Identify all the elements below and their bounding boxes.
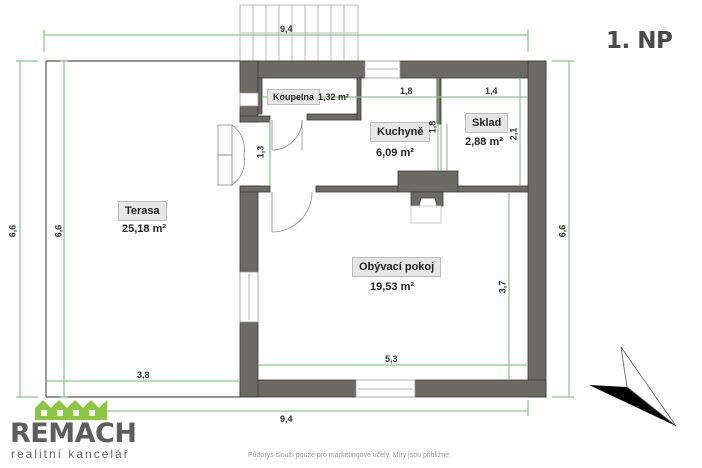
dim-living-width: 5,3: [385, 354, 398, 364]
dim-kitchen-width: 1,8: [400, 86, 413, 96]
dim-top-width: 9,4: [280, 24, 293, 34]
doors: [217, 119, 448, 233]
room-label-koupelna: Koupelna: [267, 89, 321, 105]
room-area-obyvaci-pokoj: 19,53 m²: [370, 281, 415, 293]
room-label-terasa: Terasa: [118, 201, 167, 221]
dim-storage-width: 1,4: [485, 86, 498, 96]
floor-title: 1. NP: [606, 28, 673, 54]
stairs: [239, 4, 359, 62]
dim-hall-height: 1,3: [255, 145, 266, 159]
windows: [239, 60, 442, 398]
terrace-outline: [45, 60, 240, 398]
disclaimer-text: Půdorys slouží pouze pro marketingové úč…: [248, 452, 450, 459]
room-label-obyvaci-pokoj: Obývací pokoj: [352, 257, 442, 277]
dim-storage-height: 2,1: [508, 127, 519, 141]
room-area-koupelna: 1,32 m²: [318, 92, 350, 102]
dim-left-inner-height: 6,6: [53, 224, 64, 238]
dim-kitchen-height: 1,8: [427, 120, 438, 134]
room-label-kuchyne: Kuchyně: [370, 122, 431, 142]
room-area-terasa: 25,18 m²: [122, 223, 167, 235]
remach-logo-icon: [35, 400, 107, 420]
room-area-kuchyne: 6,09 m²: [376, 147, 414, 159]
company-name: REMACH: [10, 418, 137, 449]
walls: [239, 60, 547, 398]
dim-left-outer-height: 6,6: [7, 224, 18, 238]
dim-terrace-width: 3,8: [137, 370, 150, 380]
room-label-sklad: Sklad: [465, 113, 509, 133]
dim-right-height: 6,6: [557, 224, 568, 238]
company-subtitle: realitní kancelář: [11, 447, 130, 461]
north-arrow-icon: [589, 346, 677, 427]
dim-bottom-width: 9,4: [280, 414, 293, 424]
dim-living-height: 3,7: [497, 280, 508, 294]
dimension-lines: [16, 30, 574, 416]
room-area-sklad: 2,88 m²: [465, 136, 503, 148]
